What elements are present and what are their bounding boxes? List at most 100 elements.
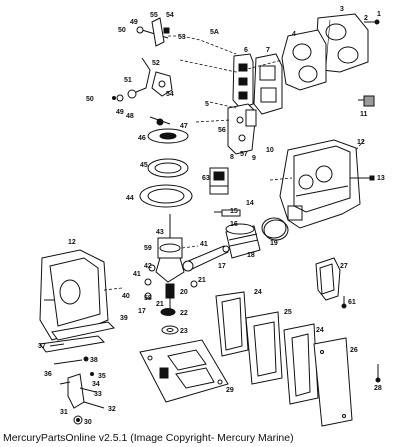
callout-5a: 5A (210, 29, 219, 36)
exhaust-outer-cover[interactable] (313, 337, 353, 427)
exhaust-gasket-2[interactable] (283, 323, 319, 405)
callout-18: 18 (247, 252, 255, 259)
callout-54-top: 54 (166, 12, 174, 19)
spark-control-link[interactable] (112, 57, 151, 102)
callout-19: 19 (270, 240, 278, 247)
callout-22: 22 (180, 310, 188, 317)
trigger-plate[interactable] (147, 116, 189, 144)
callout-23: 23 (180, 328, 188, 335)
image-caption: MercuryPartsOnline v2.5.1 (Image Copyrig… (3, 432, 294, 444)
exhaust-gasket-1[interactable] (215, 291, 249, 357)
callout-56: 56 (218, 127, 226, 134)
cylinder-block[interactable] (269, 139, 365, 229)
callout-17-bearing: 17 (138, 308, 146, 315)
callout-7: 7 (266, 47, 270, 54)
callout-57: 57 (240, 151, 248, 158)
part-callouts: 1 2 3 4 5 5A 6 7 8 9 10 11 12 12 13 14 1… (38, 6, 385, 426)
callout-38: 38 (90, 357, 98, 364)
callout-40: 40 (122, 293, 130, 300)
callout-14: 14 (246, 200, 254, 207)
callout-12-crankcase: 12 (68, 239, 76, 246)
callout-5: 5 (205, 101, 209, 108)
callout-1: 1 (377, 11, 381, 18)
callout-47: 47 (180, 123, 188, 130)
ignition-coil[interactable] (209, 167, 229, 195)
callout-29: 29 (226, 387, 234, 394)
callout-42: 42 (144, 263, 152, 270)
callout-36: 36 (44, 371, 52, 378)
exhaust-manifold-box[interactable] (315, 257, 341, 301)
callout-32: 32 (108, 406, 116, 413)
callout-61: 61 (348, 299, 356, 306)
callout-13: 13 (377, 175, 385, 182)
callout-10: 10 (266, 147, 274, 154)
flywheel-plate[interactable] (139, 184, 193, 208)
callout-50-mid: 50 (86, 96, 94, 103)
throttle-linkage-bracket[interactable] (59, 372, 105, 425)
head-screw[interactable] (364, 19, 380, 25)
crankshaft-seal[interactable] (160, 308, 179, 335)
callout-24-upper: 24 (254, 289, 262, 296)
callout-34: 34 (92, 381, 100, 388)
head-gasket[interactable] (253, 53, 283, 115)
needle-bearings[interactable] (144, 264, 198, 300)
crankcase-gasket-strip[interactable] (39, 321, 116, 353)
callout-16: 16 (230, 221, 238, 228)
callout-41-b: 41 (200, 241, 208, 248)
callout-25: 25 (284, 309, 292, 316)
callout-35: 35 (98, 373, 106, 380)
callout-12-block: 12 (357, 139, 365, 146)
callout-8: 8 (230, 154, 234, 161)
callout-21-b: 21 (156, 301, 164, 308)
callout-50-top: 50 (118, 27, 126, 34)
callout-49-top: 49 (130, 19, 138, 26)
callout-33: 33 (94, 391, 102, 398)
piston-pin[interactable] (214, 209, 241, 217)
callout-9: 9 (252, 155, 256, 162)
callout-41-a: 41 (133, 271, 141, 278)
connecting-rod[interactable] (182, 245, 230, 272)
callout-17-rod: 17 (218, 263, 226, 270)
bypass-cover[interactable] (227, 103, 257, 155)
exploded-parts-diagram: 1 2 3 4 5 5A 6 7 8 9 10 11 12 12 13 14 1… (38, 6, 385, 427)
callout-24-lower: 24 (316, 327, 324, 334)
callout-55: 55 (150, 12, 158, 19)
callout-43: 43 (156, 229, 164, 236)
callout-26: 26 (350, 347, 358, 354)
callout-54-mid: 54 (166, 91, 174, 98)
callout-39: 39 (120, 315, 128, 322)
callout-37: 37 (38, 343, 46, 350)
callout-49-mid: 49 (116, 109, 124, 116)
callout-59: 59 (144, 245, 152, 252)
head-cover-gasket[interactable] (281, 29, 327, 91)
callout-11: 11 (360, 111, 368, 118)
callout-53: 53 (178, 34, 186, 41)
crankshaft[interactable] (155, 214, 199, 316)
callout-46: 46 (138, 135, 146, 142)
cover-screw[interactable] (341, 296, 381, 383)
block-dowel-pin[interactable] (350, 175, 375, 181)
callout-21-a: 21 (198, 277, 206, 284)
piston[interactable] (225, 223, 261, 259)
callout-2: 2 (364, 15, 368, 22)
callout-15: 15 (230, 208, 238, 215)
callout-3: 3 (340, 6, 344, 13)
callout-30: 30 (84, 419, 92, 426)
callout-52: 52 (152, 60, 160, 67)
lower-screw-group[interactable] (49, 343, 89, 365)
callout-4: 4 (292, 31, 296, 38)
callout-58: 58 (144, 295, 152, 302)
callout-6: 6 (244, 47, 248, 54)
thermostat-housing[interactable] (358, 95, 375, 107)
stator-bracket[interactable] (151, 71, 173, 97)
piston-rings[interactable] (261, 217, 289, 241)
transfer-port-cover[interactable] (232, 53, 254, 109)
throttle-cam-linkage[interactable] (136, 17, 182, 47)
callout-51: 51 (124, 77, 132, 84)
callout-63: 63 (202, 175, 210, 182)
callout-45: 45 (140, 162, 148, 169)
stator-ring[interactable] (147, 158, 189, 178)
callout-27: 27 (340, 263, 348, 270)
exhaust-inner-plate[interactable] (245, 311, 283, 385)
intake-cover-plate[interactable] (139, 339, 229, 403)
